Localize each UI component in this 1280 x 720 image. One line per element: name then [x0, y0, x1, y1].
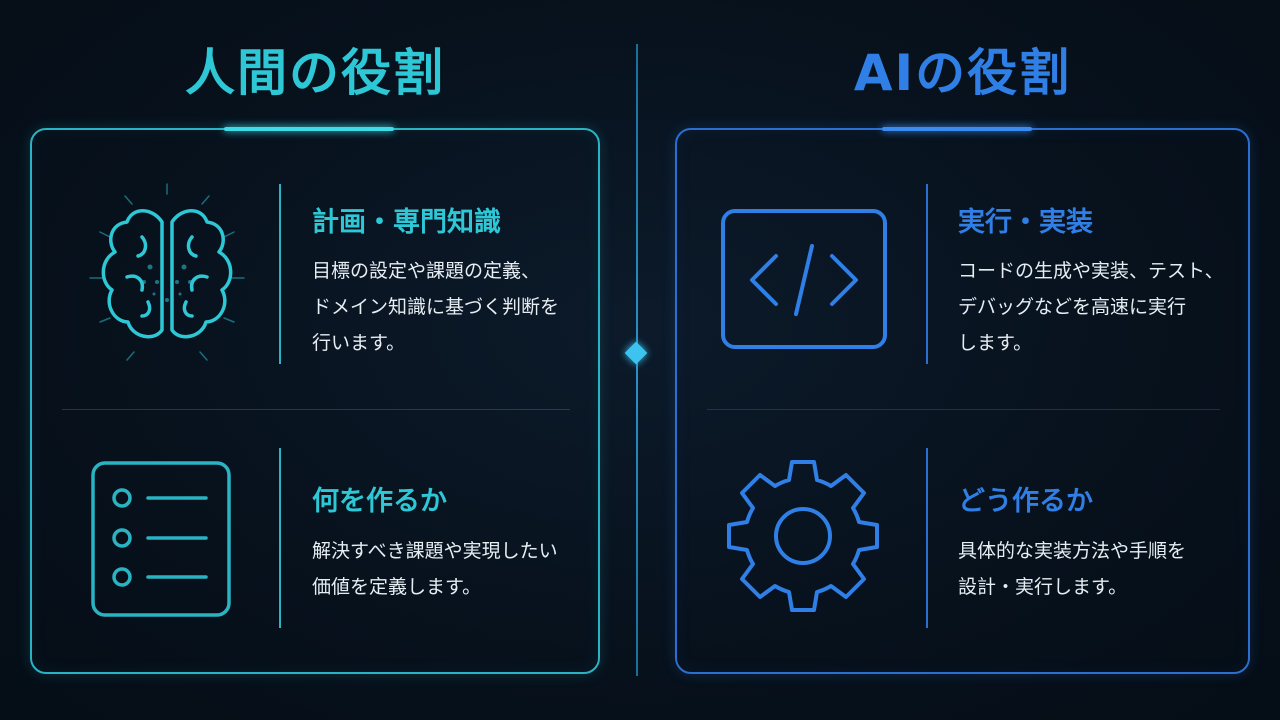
ai-role-heading: AIの役割 — [853, 44, 1072, 102]
block-divider-bar — [279, 448, 281, 628]
center-diamond — [624, 341, 648, 365]
block-desc-planning: 目標の設定や課題の定義、 ドメイン知識に基づく判断を 行います。 — [312, 260, 560, 354]
block-desc-how: 具体的な実装方法や手順を 設計・実行します。 — [958, 540, 1187, 598]
block-title-what: 何を作るか — [312, 486, 447, 517]
block-divider-bar — [279, 184, 281, 364]
block-desc-execution: コードの生成や実装、テスト、 デバッグなどを高速に実行 します。 — [958, 260, 1224, 354]
human-role-panel: 計画・専門知識 目標の設定や課題の定義、 ドメイン知識に基づく判断を 行います。… — [30, 127, 600, 674]
gear-icon — [721, 454, 885, 618]
block-title-planning: 計画・専門知識 — [312, 207, 501, 238]
brain-icon — [82, 182, 252, 372]
block-divider-bar — [926, 448, 928, 628]
block-divider-bar — [926, 184, 928, 364]
panel-divider — [62, 409, 570, 410]
block-desc-what: 解決すべき課題や実現したい 価値を定義します。 — [312, 540, 558, 598]
code-icon — [720, 208, 888, 350]
human-role-heading: 人間の役割 — [185, 44, 445, 102]
block-title-execution: 実行・実装 — [958, 207, 1093, 238]
block-title-how: どう作るか — [958, 486, 1093, 517]
panel-tab-accent — [224, 127, 394, 131]
checklist-icon — [90, 460, 232, 618]
ai-role-panel: 実行・実装 コードの生成や実装、テスト、 デバッグなどを高速に実行 します。 ど… — [675, 127, 1250, 674]
panel-divider — [707, 409, 1220, 410]
panel-tab-accent — [882, 127, 1032, 131]
